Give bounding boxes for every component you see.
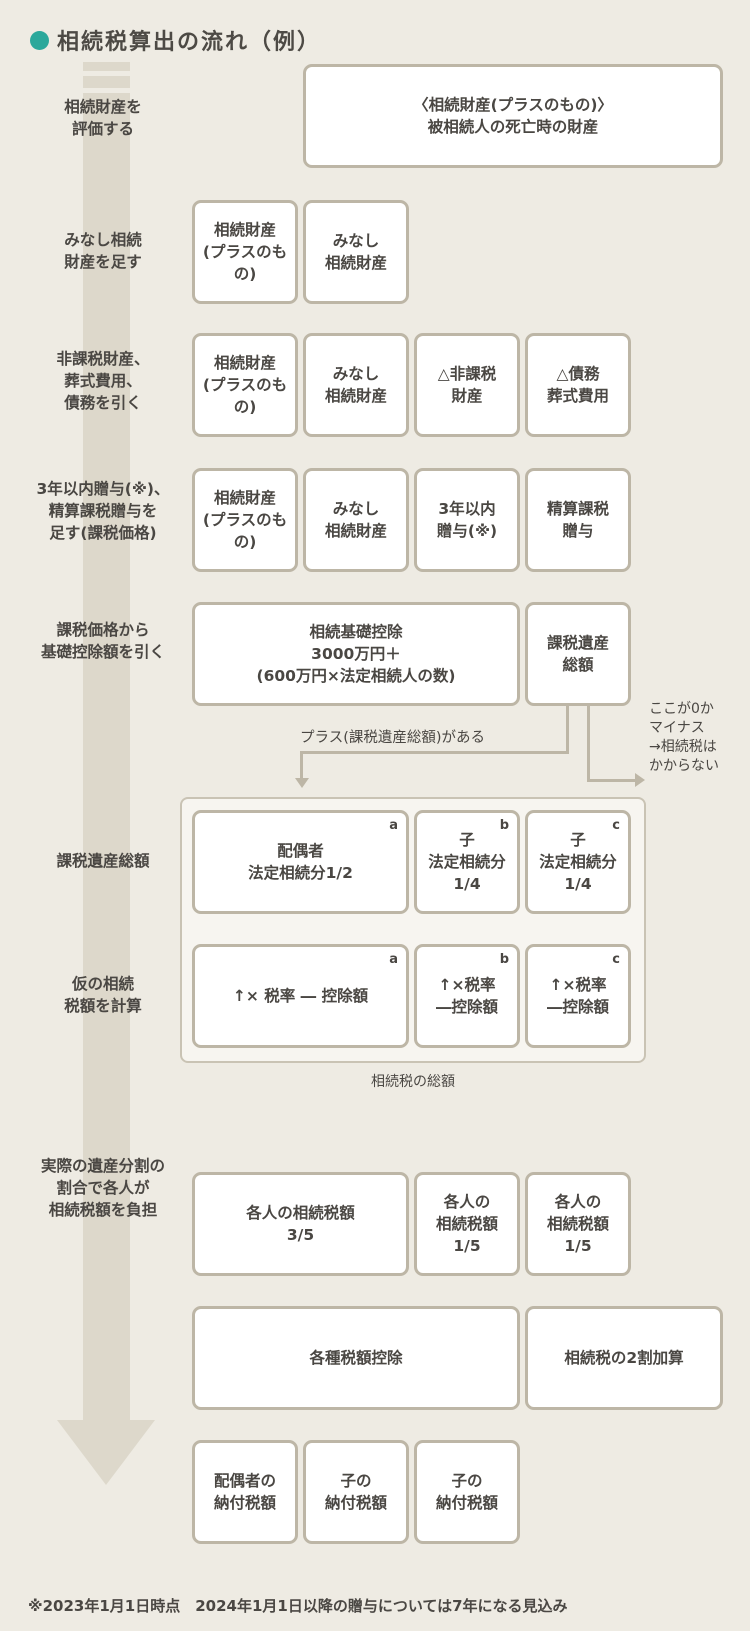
footnote: ※2023年1月1日時点 2024年1月1日以降の贈与については7年になる見込み: [28, 1597, 568, 1615]
box: 各人の相続税額 3/5: [192, 1172, 409, 1276]
box: 子の 納付税額: [414, 1440, 520, 1544]
connector: [300, 751, 303, 781]
step-label: 実際の遺産分割の 割合で各人が 相続税額を負担: [40, 1157, 165, 1219]
flow-arrow-shaft: [83, 93, 130, 1421]
flow-arrow-stripe: [83, 76, 130, 88]
box: みなし 相続財産: [303, 333, 409, 437]
box: 3年以内 贈与(※): [414, 468, 520, 572]
box-taxable-estate: 課税遺産 総額: [525, 602, 631, 706]
box: 相続財産 (プラスのもの): [192, 468, 298, 572]
box-tax-calc: b↑×税率 ―控除額: [414, 944, 520, 1048]
step-label: 仮の相続 税額を計算: [64, 975, 142, 1015]
box: 子の 納付税額: [303, 1440, 409, 1544]
connector: [587, 779, 637, 782]
connector: [566, 706, 569, 754]
box: △債務 葬式費用: [525, 333, 631, 437]
box: 配偶者の 納付税額: [192, 1440, 298, 1544]
branch-zero-label: ここが0か マイナス →相続税は かからない: [649, 701, 719, 774]
step-label: 3年以内贈与(※)、 精算課税贈与を 足す(課税価格): [36, 480, 170, 542]
box: 相続税の2割加算: [525, 1306, 723, 1410]
flow-arrow-head-icon: [57, 1420, 155, 1485]
box: 精算課税 贈与: [525, 468, 631, 572]
group-caption: 相続税の総額: [371, 1074, 455, 1090]
connector: [300, 751, 569, 754]
box: 各人の 相続税額 1/5: [525, 1172, 631, 1276]
box: 各種税額控除: [192, 1306, 520, 1410]
box: 各人の 相続税額 1/5: [414, 1172, 520, 1276]
step-label: 相続財産を 評価する: [64, 98, 142, 138]
box-basic-deduction: 相続基礎控除 3000万円＋ (600万円×法定相続人の数): [192, 602, 520, 706]
branch-plus-label: プラス(課税遺産総額)がある: [300, 730, 486, 746]
box: △非課税 財産: [414, 333, 520, 437]
box: みなし 相続財産: [303, 200, 409, 304]
connector: [587, 706, 590, 782]
box-tax-calc: c↑×税率 ―控除額: [525, 944, 631, 1048]
arrow-down-icon: [295, 778, 309, 788]
step-label: 課税価格から 基礎控除額を引く: [40, 621, 165, 661]
box: 相続財産 (プラスのもの): [192, 200, 298, 304]
step-label: 非課税財産、 葬式費用、 債務を引く: [56, 350, 150, 412]
box: 相続財産 (プラスのもの): [192, 333, 298, 437]
box: みなし 相続財産: [303, 468, 409, 572]
bullet-icon: [30, 30, 49, 50]
flow-arrow-stripe: [83, 62, 130, 71]
arrow-right-icon: [635, 773, 645, 787]
box-inherited-property: 〈相続財産(プラスのもの)〉 被相続人の死亡時の財産: [303, 64, 723, 168]
box-tax-calc: a↑× 税率 ― 控除額: [192, 944, 409, 1048]
diagram-title: 相続税算出の流れ（例）: [30, 24, 321, 56]
step-label: みなし相続 財産を足す: [64, 231, 142, 271]
step-label: 課税遺産総額: [56, 852, 150, 870]
